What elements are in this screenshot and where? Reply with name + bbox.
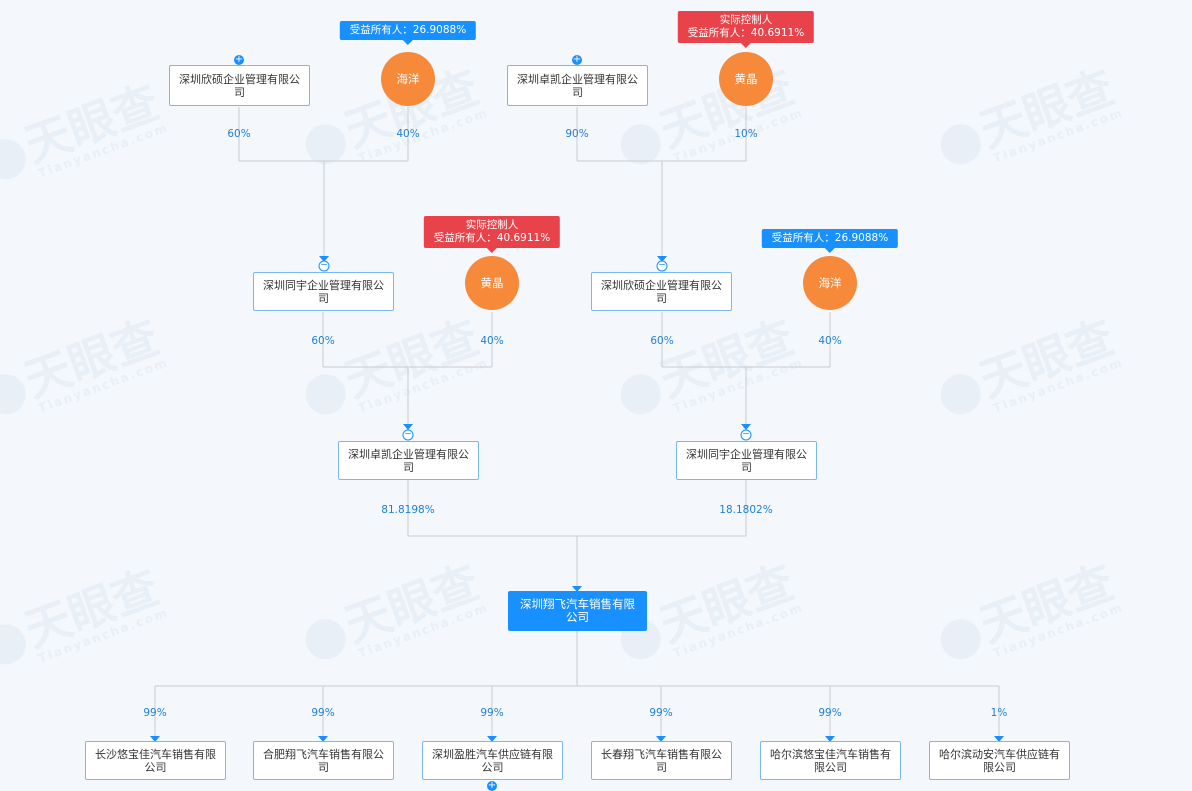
actual-controller-tag: 实际控制人受益所有人：40.6911% [677, 11, 815, 48]
share-percent: 18.1802% [719, 504, 773, 516]
share-percent: 81.8198% [381, 504, 435, 516]
actual-controller-tag: 实际控制人受益所有人：40.6911% [423, 216, 561, 253]
share-percent: 60% [227, 128, 251, 140]
share-percent: 99% [311, 707, 335, 719]
share-percent: 99% [480, 707, 504, 719]
person-node[interactable]: 海洋 [381, 52, 435, 106]
person-node[interactable]: 黄晶 [719, 52, 773, 106]
subsidiary-node[interactable]: 哈尔滨动安汽车供应链有限公司 [929, 741, 1070, 780]
share-percent: 40% [480, 335, 504, 347]
share-percent: 10% [734, 128, 758, 140]
share-percent: 40% [818, 335, 842, 347]
company-node[interactable]: 深圳卓凯企业管理有限公司 [338, 441, 479, 480]
expand-icon[interactable]: + [572, 54, 582, 65]
beneficial-owner-tag: 受益所有人：26.9088% [339, 21, 477, 45]
share-percent: 60% [311, 335, 335, 347]
person-node[interactable]: 黄晶 [465, 256, 519, 310]
subsidiary-node[interactable]: 长沙悠宝佳汽车销售有限公司 [85, 741, 226, 780]
subsidiary-node[interactable]: 深圳盈胜汽车供应链有限公司 [422, 741, 563, 780]
company-node[interactable]: 深圳欣硕企业管理有限公司 [591, 272, 732, 311]
share-percent: 40% [396, 128, 420, 140]
share-percent: 99% [143, 707, 167, 719]
share-percent: 60% [650, 335, 674, 347]
subsidiary-node[interactable]: 哈尔滨悠宝佳汽车销售有限公司 [760, 741, 901, 780]
expand-icon[interactable]: + [487, 780, 497, 791]
collapse-icon[interactable]: − [318, 260, 330, 272]
collapse-icon[interactable]: − [402, 429, 414, 441]
collapse-icon[interactable]: − [656, 260, 668, 272]
company-node[interactable]: 深圳同宇企业管理有限公司 [253, 272, 394, 311]
beneficial-owner-tag: 受益所有人：26.9088% [761, 229, 899, 253]
share-percent: 99% [818, 707, 842, 719]
expand-icon[interactable]: + [234, 54, 244, 65]
share-percent: 1% [990, 707, 1008, 719]
collapse-icon[interactable]: − [740, 429, 752, 441]
share-percent: 90% [565, 128, 589, 140]
subsidiary-node[interactable]: 合肥翔飞汽车销售有限公司 [253, 741, 394, 780]
share-percent: 99% [649, 707, 673, 719]
target-company-node[interactable]: 深圳翔飞汽车销售有限公司 [508, 591, 647, 631]
company-node[interactable]: 深圳欣硕企业管理有限公司 [169, 65, 310, 106]
person-node[interactable]: 海洋 [803, 256, 857, 310]
company-node[interactable]: 深圳同宇企业管理有限公司 [676, 441, 817, 480]
subsidiary-node[interactable]: 长春翔飞汽车销售有限公司 [591, 741, 732, 780]
company-node[interactable]: 深圳卓凯企业管理有限公司 [507, 65, 648, 106]
